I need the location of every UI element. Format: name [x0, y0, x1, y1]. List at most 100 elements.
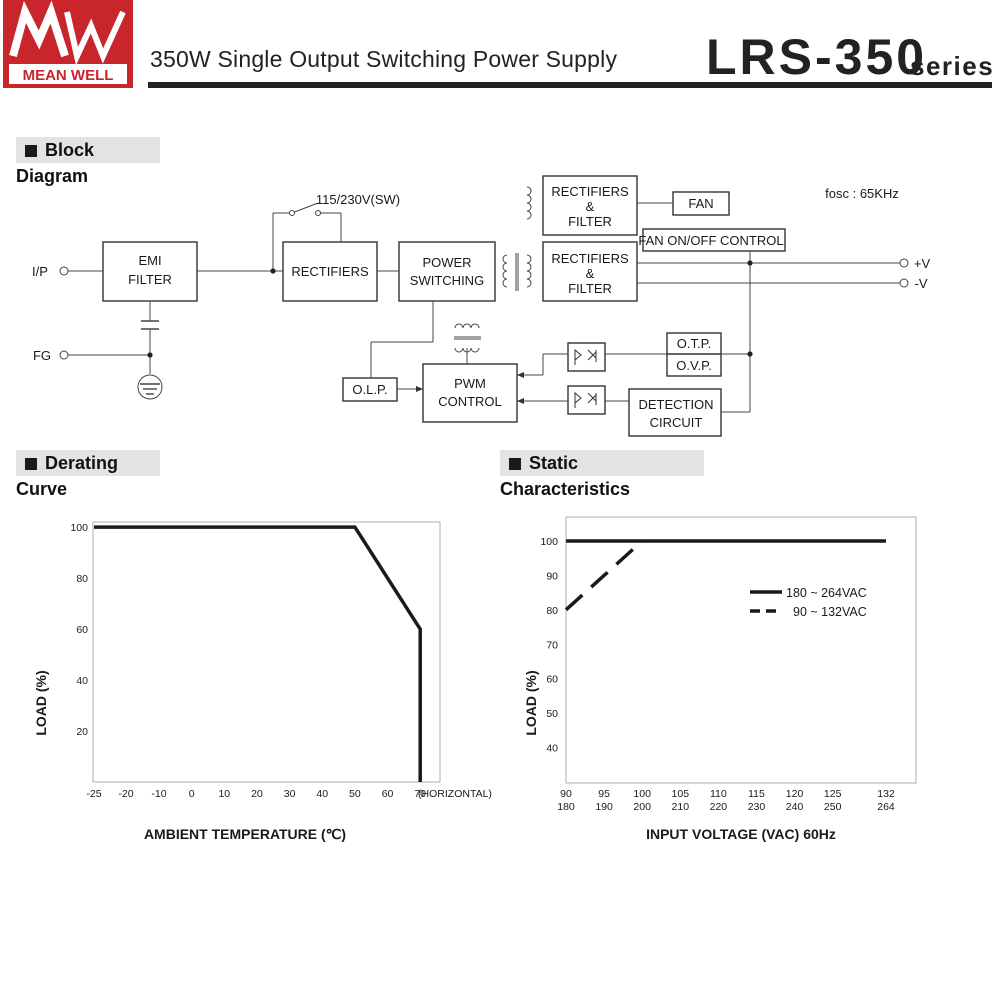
rect-filter-top-label-3: FILTER: [568, 214, 612, 229]
derating-y-tick-3: 80: [76, 573, 88, 585]
rect-filter-top-label-2: &: [586, 199, 595, 214]
fan-control-label: FAN ON/OFF CONTROL: [638, 233, 783, 248]
ip-label: I/P: [32, 264, 48, 279]
derating-plot-frame: [92, 521, 441, 783]
section-title: Static Characteristics: [500, 453, 631, 499]
derating-y-label: LOAD (%): [33, 670, 49, 735]
switch-label: 115/230V(SW): [316, 192, 400, 207]
static-x-tick-top-1: 95: [598, 788, 610, 800]
derating-x-tick-6: 30: [284, 788, 296, 800]
brand-name: MEAN WELL: [23, 67, 114, 84]
block-diagram: fosc : 65KHz 115/230V(SW) I/P FG EMI FIL…: [32, 175, 930, 437]
static-y-tick-0: 40: [546, 743, 558, 755]
derating-y-tick-1: 40: [76, 675, 88, 687]
derating-x-tick-2: -10: [151, 788, 166, 800]
static-x-tick-bottom-5: 230: [748, 801, 766, 813]
derating-x-tick-10: 70: [414, 788, 426, 800]
derating-x-tick-0: -25: [86, 788, 101, 800]
static-plot-frame: [565, 516, 917, 784]
section-derating-curve: Derating Curve: [16, 450, 160, 499]
derating-x-tick-5: 20: [251, 788, 263, 800]
static-x-tick-top-8: 132: [877, 788, 895, 800]
plus-v-terminal: [899, 258, 909, 268]
optocoupler-bottom: [567, 385, 606, 415]
pwm-label-2: CONTROL: [438, 394, 502, 409]
detection-label-2: CIRCUIT: [650, 415, 703, 430]
section-static-characteristics: Static Characteristics: [500, 450, 704, 499]
static-x-tick-bottom-7: 250: [824, 801, 842, 813]
header-rule: [148, 82, 992, 88]
derating-x-label: AMBIENT TEMPERATURE (℃): [144, 826, 346, 842]
product-subtitle: 350W Single Output Switching Power Suppl…: [150, 46, 618, 72]
transformer-coils: [454, 186, 532, 353]
fg-terminal: [59, 350, 69, 360]
detection-label-1: DETECTION: [638, 397, 713, 412]
olp-label: O.L.P.: [352, 382, 387, 397]
static-x-tick-bottom-6: 240: [786, 801, 804, 813]
section-title: Block Diagram: [16, 140, 95, 186]
derating-x-tick-4: 10: [218, 788, 230, 800]
derating-x-tick-8: 50: [349, 788, 361, 800]
model-name: LRS-350: [706, 29, 928, 85]
static-x-tick-bottom-1: 190: [595, 801, 613, 813]
power-switching-box: [398, 241, 496, 302]
rect-filter-main-label-2: &: [586, 266, 595, 281]
rect-filter-main-label-3: FILTER: [568, 281, 612, 296]
static-x-tick-top-5: 115: [748, 788, 765, 800]
fan-control-box: [642, 228, 786, 252]
static-y-tick-2: 60: [546, 674, 558, 686]
static-x-tick-top-2: 100: [633, 788, 651, 800]
static-y-tick-1: 50: [546, 708, 558, 720]
static-x-tick-top-3: 105: [672, 788, 690, 800]
static-y-label: LOAD (%): [523, 670, 539, 735]
ip-terminal: [59, 266, 69, 276]
derating-x-tick-1: -20: [118, 788, 133, 800]
static-x-tick-top-4: 110: [710, 788, 727, 800]
rect-filter-top-label-1: RECTIFIERS: [551, 184, 629, 199]
ovp-label: O.V.P.: [676, 358, 711, 373]
static-x-tick-bottom-0: 180: [557, 801, 575, 813]
series-label: series: [910, 51, 995, 81]
fg-label: FG: [33, 348, 51, 363]
power-switching-label-1: POWER: [422, 255, 471, 270]
static-characteristics-chart: 9018095190100200105210110220115230120240…: [523, 516, 917, 842]
section-block-diagram: Block Diagram: [16, 137, 160, 186]
static-y-tick-3: 70: [546, 639, 558, 651]
derating-y-tick-4: 100: [70, 522, 88, 534]
fan-label: FAN: [688, 196, 713, 211]
minus-v-terminal: [899, 278, 909, 288]
emi-label-2: FILTER: [128, 272, 172, 287]
section-square-icon: [25, 145, 37, 157]
static-x-tick-bottom-8: 264: [877, 801, 895, 813]
mean-well-logo: MEAN WELL: [3, 0, 133, 88]
derating-x-note: (HORIZONTAL): [418, 788, 492, 800]
static-x-label: INPUT VOLTAGE (VAC) 60Hz: [646, 826, 836, 842]
static-x-tick-top-0: 90: [560, 788, 572, 800]
static-x-tick-bottom-4: 220: [710, 801, 728, 813]
pwm-label-1: PWM: [454, 376, 486, 391]
static-x-tick-top-7: 125: [824, 788, 842, 800]
power-switching-label-2: SWITCHING: [410, 273, 484, 288]
minus-v-label: -V: [915, 276, 928, 291]
pwm-control-box: [422, 363, 518, 423]
derating-x-tick-9: 60: [382, 788, 394, 800]
static-y-tick-5: 90: [546, 570, 558, 582]
rectifiers-label: RECTIFIERS: [291, 264, 369, 279]
rect-filter-main-label-1: RECTIFIERS: [551, 251, 629, 266]
emi-label-1: EMI: [138, 253, 161, 268]
rectifiers-filter-main-box: [542, 241, 638, 302]
derating-series-line-0: [94, 525, 422, 782]
fosc-label: fosc : 65KHz: [825, 186, 899, 201]
derating-x-tick-7: 40: [316, 788, 328, 800]
derating-x-tick-3: 0: [189, 788, 195, 800]
static-y-tick-6: 100: [540, 536, 558, 548]
derating-y-tick-2: 60: [76, 624, 88, 636]
static-x-tick-bottom-3: 210: [672, 801, 690, 813]
section-title: Derating Curve: [16, 453, 119, 499]
section-square-icon: [25, 458, 37, 470]
rectifiers-filter-top-box: [542, 175, 638, 236]
static-x-tick-top-6: 120: [786, 788, 804, 800]
legend-series-2: 90 ~ 132VAC: [793, 605, 867, 619]
static-x-tick-bottom-2: 200: [633, 801, 651, 813]
